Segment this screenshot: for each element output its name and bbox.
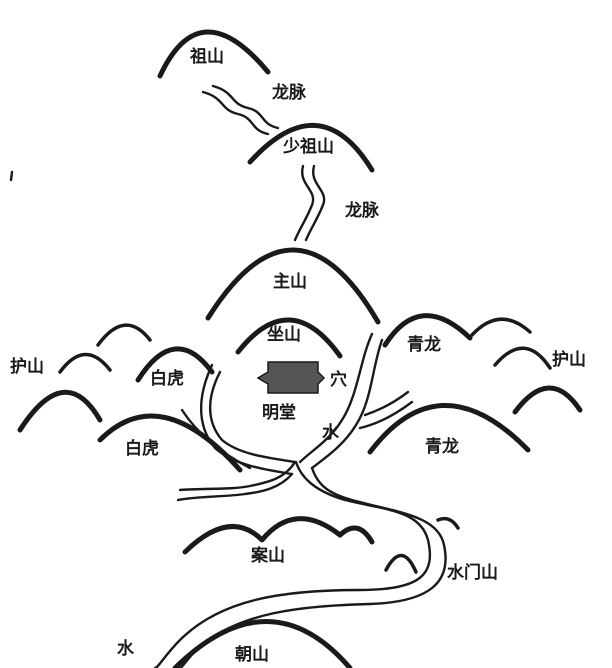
hushan-left-ridge-2 bbox=[96, 323, 152, 347]
mingtang-label: 明堂 bbox=[262, 402, 296, 423]
qinglong-lower-ridge bbox=[367, 403, 531, 455]
hushan-right-ridge-2 bbox=[493, 346, 552, 370]
hushan-left-label: 护山 bbox=[10, 356, 44, 377]
hushan-right-label: 护山 bbox=[552, 349, 586, 370]
longmai-upper-label: 龙脉 bbox=[271, 82, 307, 103]
zuoshan-ridge bbox=[235, 317, 343, 359]
xue-marker bbox=[256, 361, 326, 394]
anshan-label: 案山 bbox=[250, 545, 285, 566]
longmai-upper-line-2 bbox=[211, 84, 280, 130]
water-right-outer bbox=[310, 338, 384, 470]
qinglong-upper-ridge bbox=[382, 313, 473, 348]
hushan-left-ridge-3 bbox=[17, 390, 103, 433]
baihu-lower-label: 白虎 bbox=[125, 438, 159, 459]
zushan-ridge bbox=[157, 29, 271, 79]
baihu-lower-ridge bbox=[97, 413, 243, 473]
baihu-upper-ridge bbox=[135, 346, 215, 383]
shuimenshan-ridge-2 bbox=[384, 553, 418, 574]
water-left-outer bbox=[199, 363, 294, 476]
water-right-branch-1 bbox=[363, 390, 410, 417]
hushan-right-ridge-3 bbox=[512, 385, 583, 415]
water-right-inner bbox=[298, 332, 374, 464]
shui-lower-label: 水 bbox=[117, 638, 135, 659]
water-left-inner bbox=[209, 370, 297, 464]
shaozushan-ridge bbox=[247, 123, 375, 173]
river-main-line-1 bbox=[153, 460, 432, 668]
qinglong-lower-label: 青龙 bbox=[425, 436, 459, 457]
shaozushan-label: 少祖山 bbox=[282, 136, 334, 157]
longmai-lower-line-1 bbox=[293, 164, 315, 242]
shuimenshan-label: 水门山 bbox=[447, 562, 498, 583]
longmai-upper-line-1 bbox=[201, 90, 270, 136]
water-left-branch bbox=[180, 408, 252, 470]
river-left-branch bbox=[176, 472, 294, 502]
zushan-label: 祖山 bbox=[189, 46, 224, 67]
stray-mark bbox=[9, 170, 14, 182]
hushan-right-ridge-1 bbox=[470, 317, 532, 337]
longmai-lower-label: 龙脉 bbox=[344, 200, 380, 221]
chaoshan-ridge bbox=[172, 619, 353, 668]
baihu-upper-label: 白虎 bbox=[150, 368, 184, 389]
zhushan-ridge bbox=[205, 247, 381, 325]
qinglong-upper-label: 青龙 bbox=[407, 334, 441, 355]
chaoshan-label: 朝山 bbox=[235, 644, 269, 665]
water-right-branch-2 bbox=[358, 400, 414, 430]
xue-label: 穴 bbox=[330, 369, 347, 390]
zhushan-label: 主山 bbox=[273, 271, 307, 292]
longmai-lower-line-2 bbox=[304, 164, 326, 242]
shui-center-label: 水 bbox=[322, 422, 340, 443]
zuoshan-label: 坐山 bbox=[267, 325, 301, 345]
anshan-ridge bbox=[182, 516, 375, 555]
hushan-left-ridge-1 bbox=[58, 352, 112, 374]
shuimenshan-ridge-1 bbox=[436, 516, 460, 530]
